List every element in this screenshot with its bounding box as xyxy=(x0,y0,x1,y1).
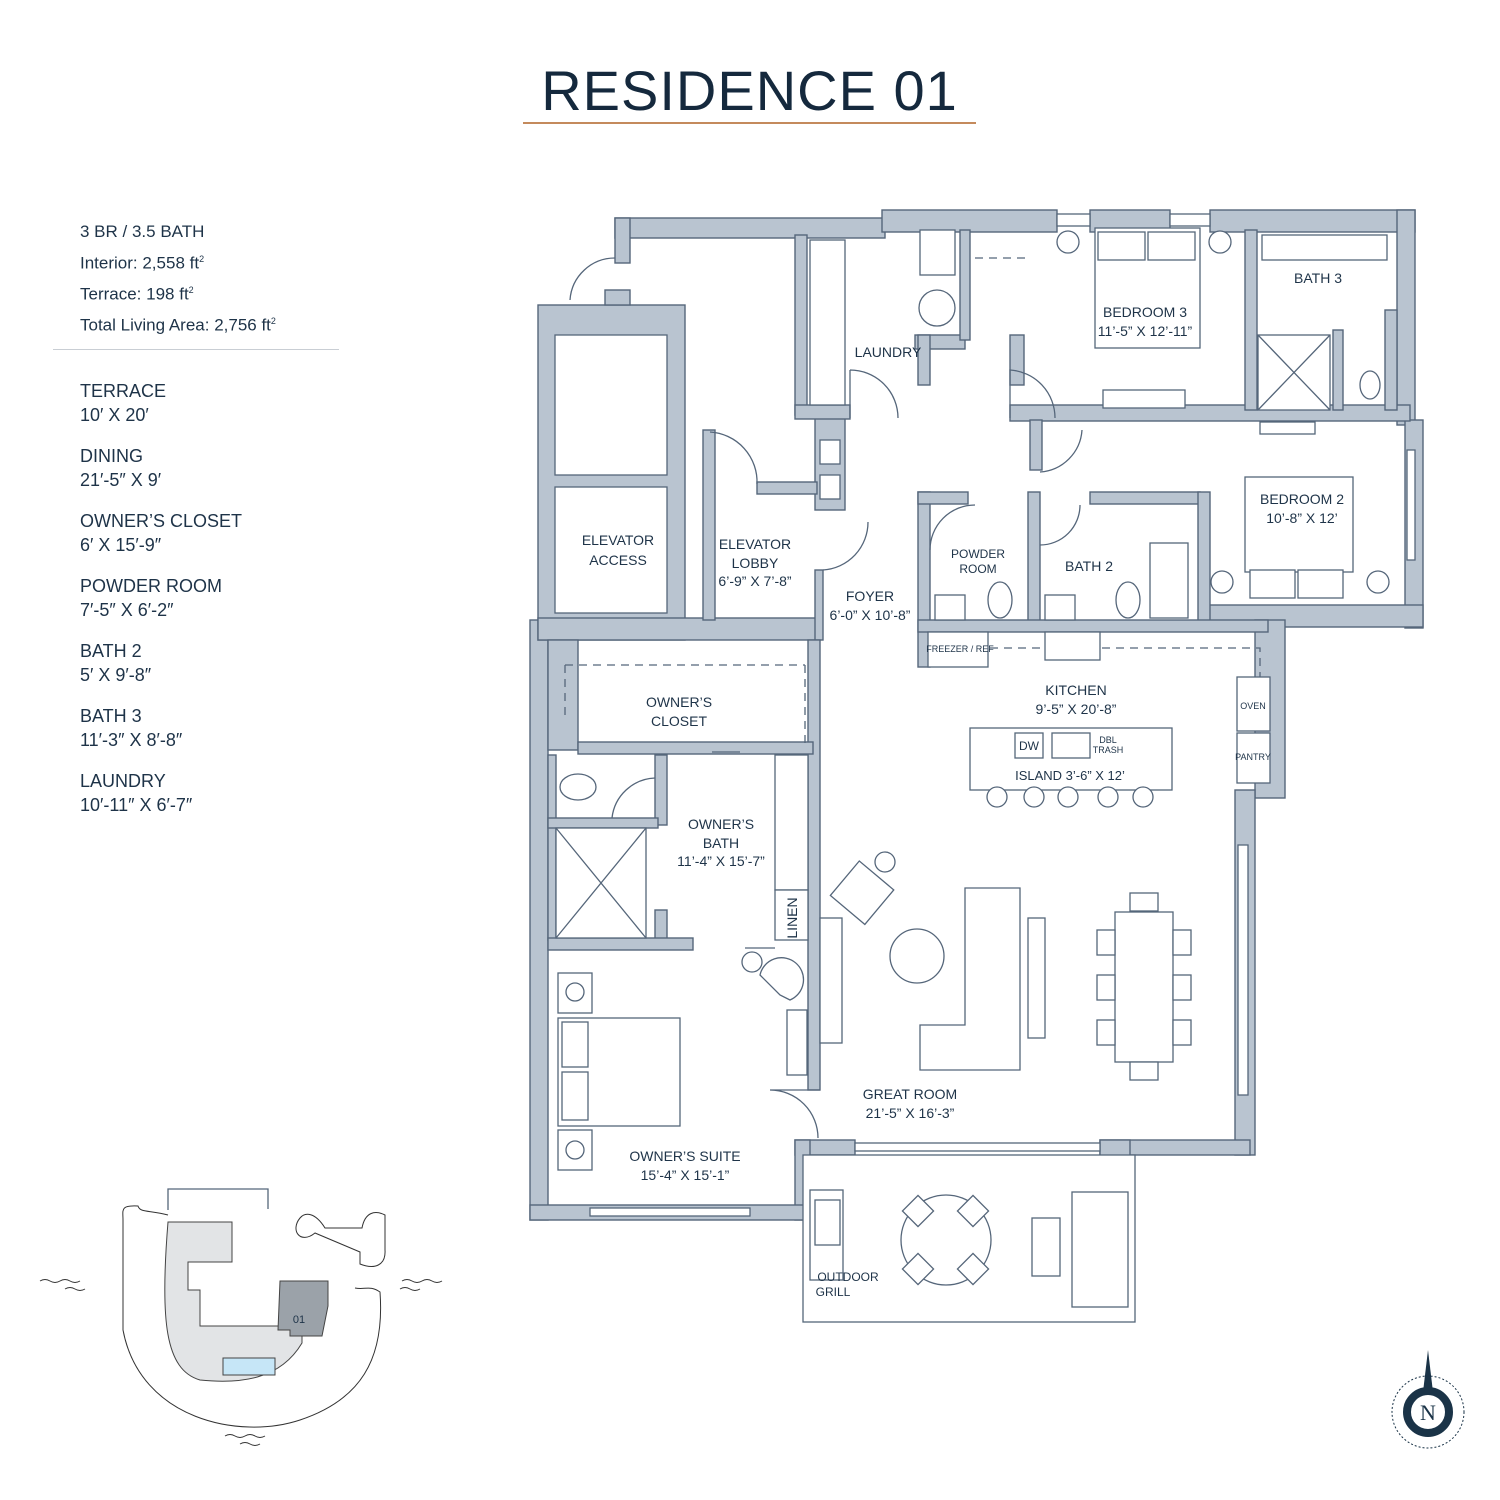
label-bedroom2: BEDROOM 2 xyxy=(1260,491,1344,507)
label-great-room-dim: 21’-5” X 16’-3” xyxy=(866,1105,955,1121)
unit-specs: 3 BR / 3.5 BATH Interior: 2,558 ft2 Terr… xyxy=(80,219,276,340)
label-elevator-lobby-1: ELEVATOR xyxy=(719,536,791,552)
label-bedroom3: BEDROOM 3 xyxy=(1103,304,1187,320)
label-powder-2: ROOM xyxy=(959,562,996,576)
label-dw: DW xyxy=(1019,739,1040,753)
total-area: Total Living Area: 2,756 ft2 xyxy=(80,316,276,336)
label-pantry: PANTRY xyxy=(1235,752,1271,762)
label-foyer-dim: 6’-0” X 10’-8” xyxy=(830,607,911,623)
north-compass-icon: N xyxy=(1391,1350,1465,1449)
label-bath3: BATH 3 xyxy=(1294,270,1342,286)
label-bath2: BATH 2 xyxy=(1065,558,1113,574)
label-foyer: FOYER xyxy=(846,588,894,604)
divider xyxy=(53,349,339,350)
label-kitchen: KITCHEN xyxy=(1045,682,1106,698)
terrace-area: Terrace: 198 ft2 xyxy=(80,284,194,304)
label-owners-bath-dim: 11’-4” X 15’-7” xyxy=(677,853,765,869)
walls xyxy=(529,209,1424,1221)
label-trash: TRASH xyxy=(1093,745,1124,755)
beds-baths: 3 BR / 3.5 BATH xyxy=(80,222,205,241)
label-freezer: FREEZER / REF xyxy=(926,644,994,654)
label-bedroom3-dim: 11’-5” X 12’-11” xyxy=(1098,323,1193,339)
room-labels: LAUNDRY BEDROOM 3 11’-5” X 12’-11” BATH … xyxy=(582,270,1344,1299)
label-elevator-access-2: ACCESS xyxy=(589,552,647,568)
label-linen: LINEN xyxy=(784,897,800,938)
label-owners-closet-2: CLOSET xyxy=(651,713,707,729)
label-owners-suite-dim: 15’-4” X 15’-1” xyxy=(641,1167,730,1183)
label-island: ISLAND 3’-6” X 12’ xyxy=(1015,768,1125,783)
title-underline xyxy=(523,122,976,124)
interior-area: Interior: 2,558 ft2 xyxy=(80,253,205,273)
label-bedroom2-dim: 10’-8” X 12’ xyxy=(1266,510,1338,526)
label-outdoor: OUTDOOR xyxy=(817,1270,879,1284)
compass-letter: N xyxy=(1420,1400,1436,1425)
label-grill: GRILL xyxy=(816,1285,851,1299)
label-elevator-lobby-dim: 6’-9” X 7’-8” xyxy=(718,573,791,589)
label-owners-suite: OWNER’S SUITE xyxy=(629,1148,740,1164)
label-dbl: DBL xyxy=(1099,735,1117,745)
label-owners-bath-2: BATH xyxy=(703,835,739,851)
label-elevator-access-1: ELEVATOR xyxy=(582,532,654,548)
label-powder-1: POWDER xyxy=(951,547,1005,561)
label-laundry: LAUNDRY xyxy=(855,344,922,360)
furniture xyxy=(555,227,1390,1323)
key-plan-unit: 01 xyxy=(293,1314,305,1326)
label-elevator-lobby-2: LOBBY xyxy=(732,555,779,571)
label-oven: OVEN xyxy=(1240,701,1266,711)
page-title: RESIDENCE 01 xyxy=(541,59,958,122)
label-owners-closet-1: OWNER’S xyxy=(646,694,712,710)
label-kitchen-dim: 9’-5” X 20’-8” xyxy=(1036,701,1117,717)
label-great-room: GREAT ROOM xyxy=(863,1086,957,1102)
key-plan: 01 xyxy=(39,1188,443,1446)
label-owners-bath-1: OWNER’S xyxy=(688,816,754,832)
